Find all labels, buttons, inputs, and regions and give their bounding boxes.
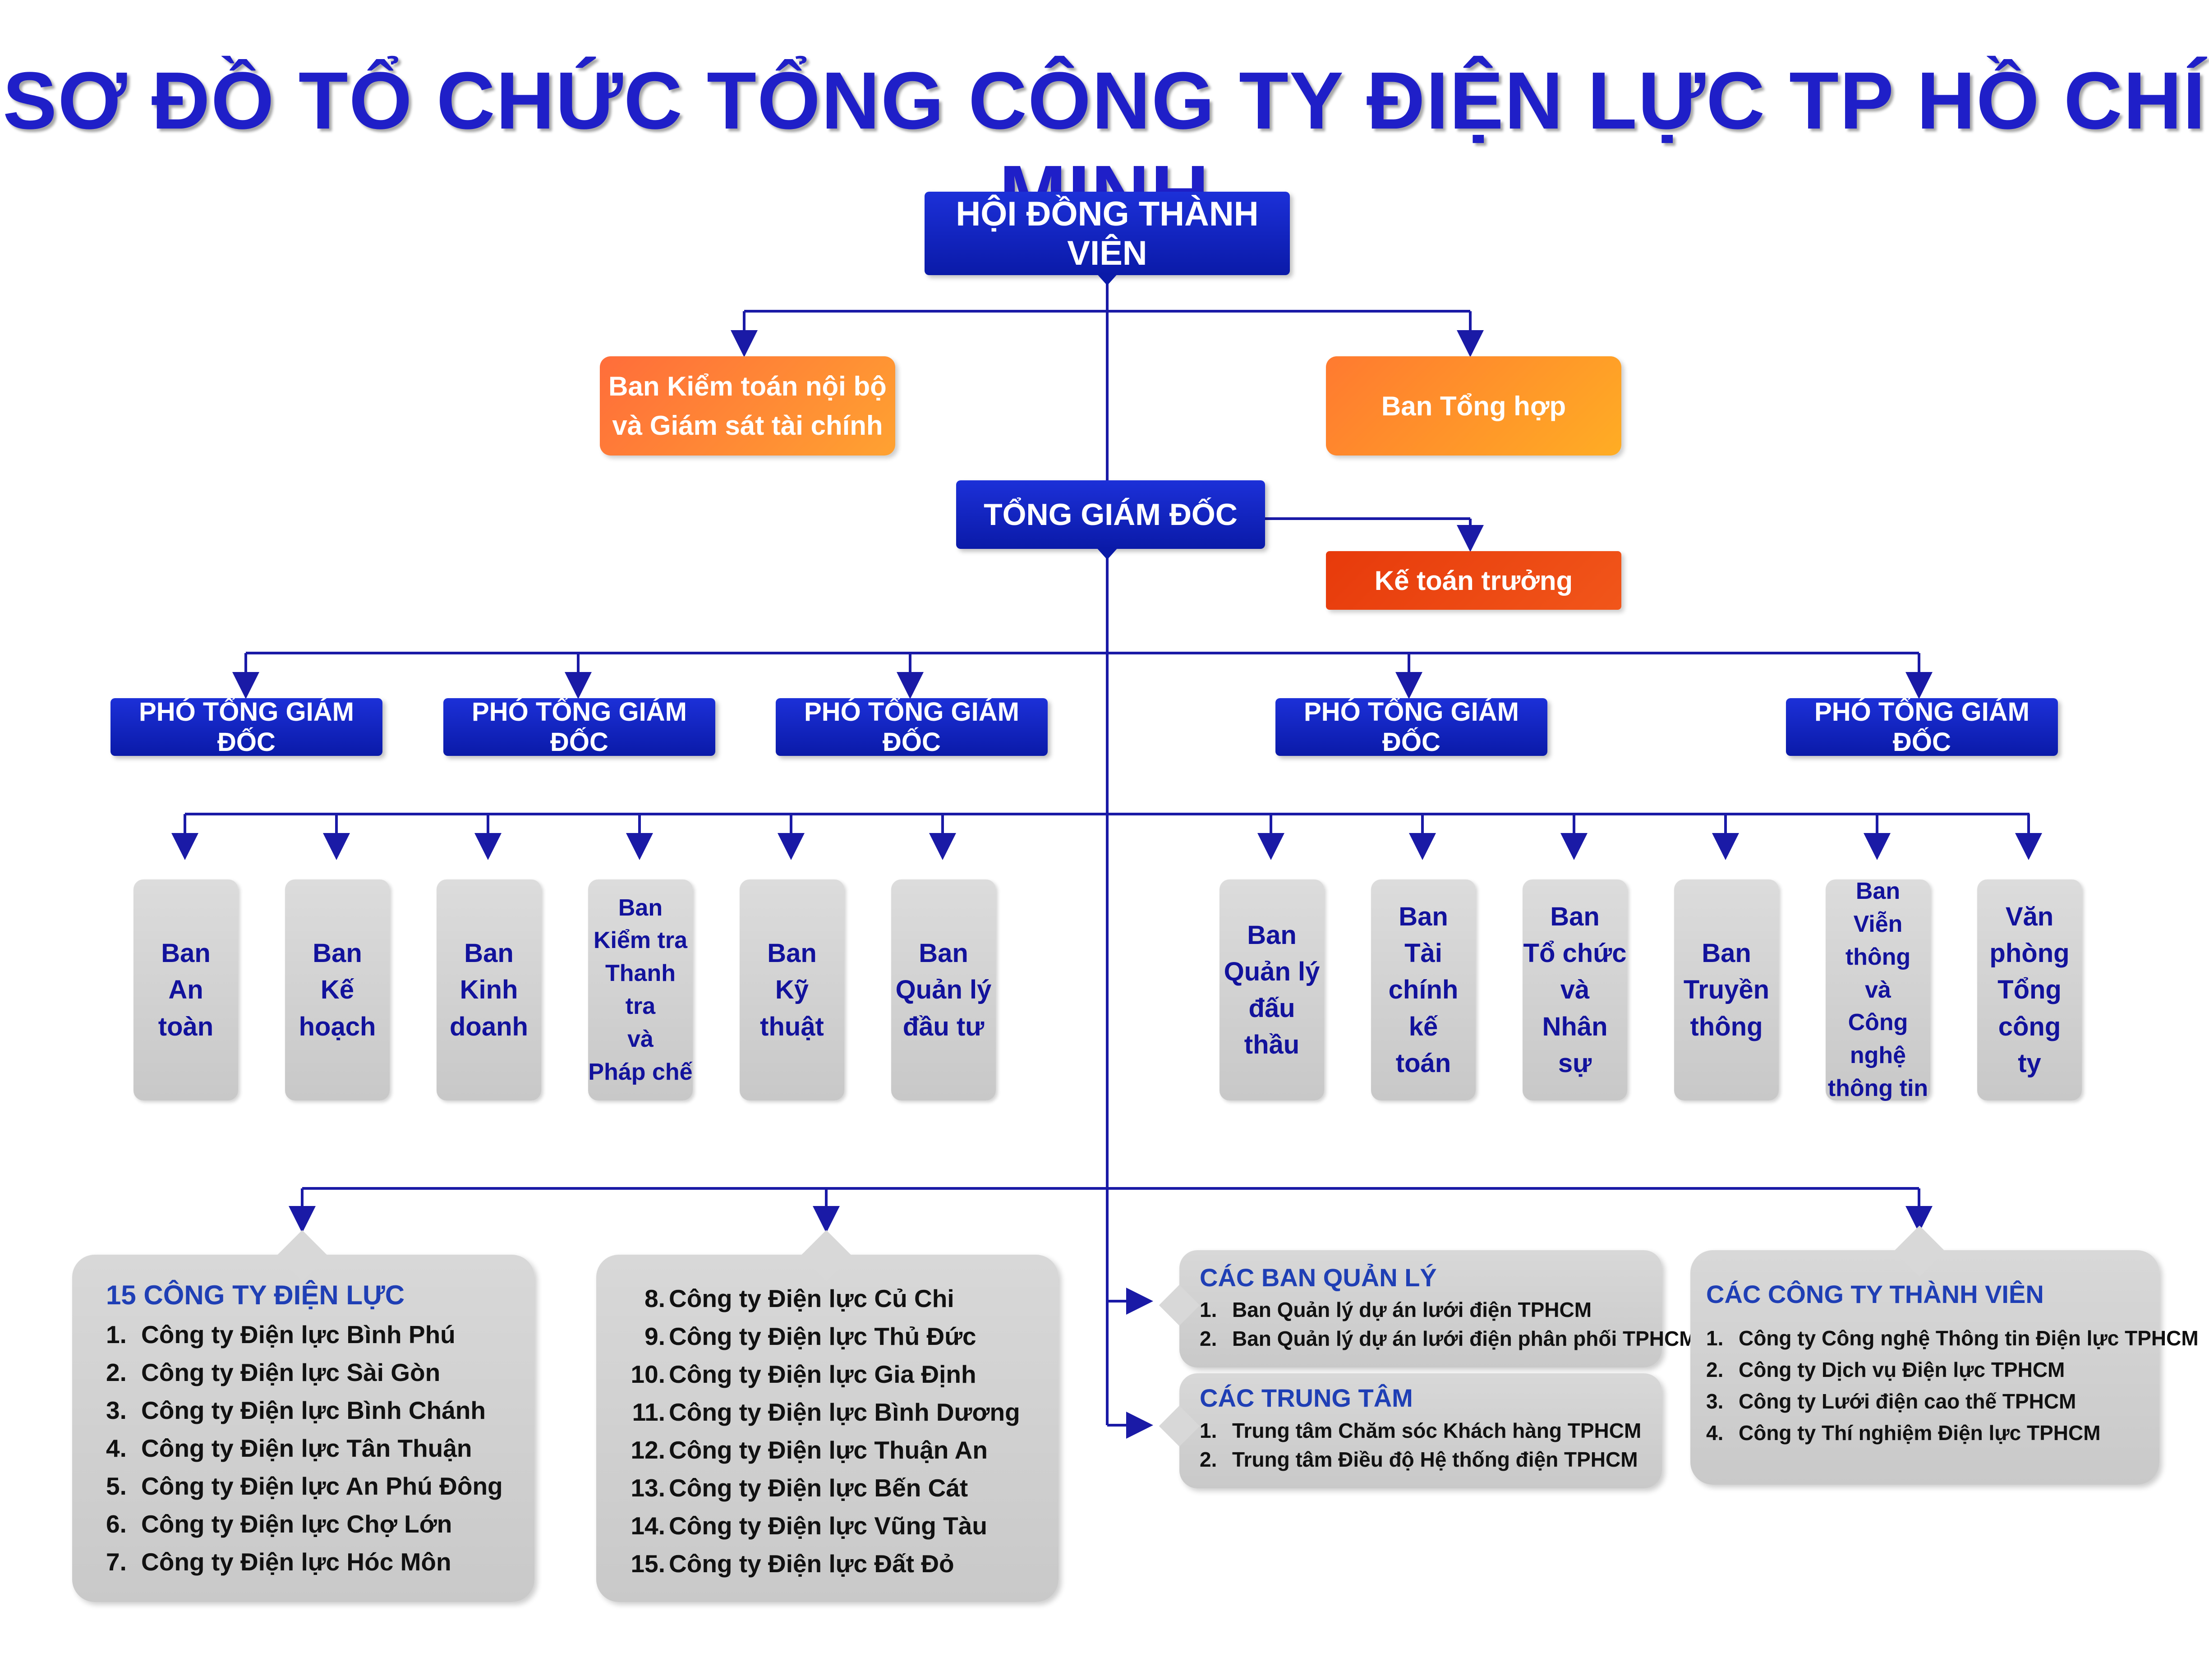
list-item: 15.Công ty Điện lực Đất Đỏ bbox=[630, 1550, 954, 1578]
deputy-director-5: PHÓ TỔNG GIÁM ĐỐC bbox=[1786, 697, 2058, 757]
power-companies-list-right: 8.Công ty Điện lực Củ Chi 9.Công ty Điện… bbox=[626, 1280, 1020, 1583]
dept-to-chuc-nhan-su: Ban Tổ chức và Nhân sự bbox=[1523, 879, 1627, 1100]
dept-kinh-doanh: Ban Kinh doanh bbox=[437, 879, 541, 1100]
dept-quan-ly-dau-tu: Ban Quản lý đầu tư bbox=[891, 879, 996, 1100]
dept-label: Ban Tài chính kế toán bbox=[1388, 902, 1459, 1078]
board-label: HỘI ĐỒNG THÀNH VIÊN bbox=[956, 194, 1259, 272]
chief-accountant-box: Kế toán trưởng bbox=[1326, 551, 1621, 610]
power-companies-list-left: 1.Công ty Điện lực Bình Phú 2.Công ty Đi… bbox=[106, 1316, 503, 1581]
power-companies-group-right: 8.Công ty Điện lực Củ Chi 9.Công ty Điện… bbox=[596, 1230, 1058, 1602]
general-committee-label: Ban Tổng hợp bbox=[1381, 391, 1566, 421]
list-item: 2.Ban Quản lý dự án lưới điện phân phối … bbox=[1200, 1327, 1697, 1350]
general-committee-box: Ban Tổng hợp bbox=[1326, 356, 1621, 456]
list-item: 8.Công ty Điện lực Củ Chi bbox=[644, 1284, 954, 1312]
dept-label: Ban Kinh doanh bbox=[450, 939, 528, 1041]
deputy-label: PHÓ TỔNG GIÁM ĐỐC bbox=[1814, 697, 2030, 757]
list-item: 1.Trung tâm Chăm sóc Khách hàng TPHCM bbox=[1200, 1419, 1642, 1442]
management-boards-group: CÁC BAN QUẢN LÝ 1.Ban Quản lý dự án lưới… bbox=[1159, 1250, 1697, 1367]
list-item: 1.Công ty Công nghệ Thông tin Điện lực T… bbox=[1706, 1326, 2199, 1350]
list-item: 11.Công ty Điện lực Bình Dương bbox=[632, 1398, 1020, 1426]
centers-title: CÁC TRUNG TÂM bbox=[1200, 1384, 1413, 1412]
dept-label: Ban Kiểm tra Thanh tra và Pháp chế bbox=[588, 894, 693, 1085]
centers-group: CÁC TRUNG TÂM 1.Trung tâm Chăm sóc Khách… bbox=[1159, 1373, 1662, 1488]
list-item: 4.Công ty Thí nghiệm Điện lực TPHCM bbox=[1706, 1421, 2101, 1445]
management-boards-title: CÁC BAN QUẢN LÝ bbox=[1200, 1263, 1437, 1292]
list-item: 12.Công ty Điện lực Thuận An bbox=[630, 1436, 988, 1464]
dept-ke-hoach: Ban Kế hoạch bbox=[285, 879, 390, 1100]
audit-committee-label: Ban Kiểm toán nội bộ và Giám sát tài chí… bbox=[608, 371, 887, 441]
dept-label: Ban Truyền thông bbox=[1683, 939, 1770, 1041]
ceo-box: TỔNG GIÁM ĐỐC bbox=[956, 480, 1265, 549]
list-item: 5.Công ty Điện lực An Phú Đông bbox=[106, 1472, 503, 1500]
dept-label: Ban Quản lý đấu thầu bbox=[1224, 920, 1320, 1060]
list-item: 1.Ban Quản lý dự án lưới điện TPHCM bbox=[1200, 1298, 1592, 1321]
list-item: 10.Công ty Điện lực Gia Định bbox=[630, 1360, 976, 1388]
deputy-label: PHÓ TỔNG GIÁM ĐỐC bbox=[804, 697, 1019, 757]
deputy-label: PHÓ TỔNG GIÁM ĐỐC bbox=[1304, 697, 1519, 757]
ceo-label: TỔNG GIÁM ĐỐC bbox=[984, 497, 1238, 532]
list-item: 14.Công ty Điện lực Vũng Tàu bbox=[630, 1512, 987, 1540]
list-item: 4.Công ty Điện lực Tân Thuận bbox=[106, 1434, 472, 1462]
list-item: 6.Công ty Điện lực Chợ Lớn bbox=[106, 1510, 452, 1538]
dept-van-phong: Văn phòng Tổng công ty bbox=[1977, 879, 2082, 1100]
list-item: 1.Công ty Điện lực Bình Phú bbox=[106, 1321, 456, 1349]
board-box: HỘI ĐỒNG THÀNH VIÊN bbox=[925, 192, 1290, 275]
audit-committee-box: Ban Kiểm toán nội bộ và Giám sát tài chí… bbox=[600, 356, 895, 456]
dept-label: Ban Quản lý đầu tư bbox=[895, 939, 992, 1041]
centers-list: 1.Trung tâm Chăm sóc Khách hàng TPHCM 2.… bbox=[1200, 1416, 1641, 1474]
member-companies-list: 1.Công ty Công nghệ Thông tin Điện lực T… bbox=[1706, 1322, 2199, 1449]
dept-vien-thong-cntt: Ban Viễn thông và Công nghệ thông tin bbox=[1826, 878, 1930, 1101]
dept-truyen-thong: Ban Truyền thông bbox=[1674, 879, 1779, 1100]
list-item: 13.Công ty Điện lực Bến Cát bbox=[630, 1474, 968, 1502]
list-item: 3.Công ty Điện lực Bình Chánh bbox=[106, 1396, 486, 1424]
deputy-director-3: PHÓ TỔNG GIÁM ĐỐC bbox=[776, 697, 1048, 757]
dept-label: Ban Viễn thông và Công nghệ thông tin bbox=[1827, 878, 1928, 1101]
dept-label: Văn phòng Tổng công ty bbox=[1989, 902, 2070, 1078]
chief-accountant-label: Kế toán trưởng bbox=[1374, 565, 1573, 596]
power-companies-group-left: 15 CÔNG TY ĐIỆN LỰC 1.Công ty Điện lực B… bbox=[72, 1230, 534, 1602]
dept-label: Ban An toàn bbox=[158, 939, 214, 1041]
list-item: 2.Công ty Dịch vụ Điện lực TPHCM bbox=[1706, 1358, 2065, 1381]
list-item: 9.Công ty Điện lực Thủ Đức bbox=[644, 1322, 976, 1350]
dept-an-toan: Ban An toàn bbox=[133, 879, 238, 1100]
management-boards-list: 1.Ban Quản lý dự án lưới điện TPHCM 2.Ba… bbox=[1200, 1295, 1697, 1353]
power-companies-title: 15 CÔNG TY ĐIỆN LỰC bbox=[106, 1280, 405, 1310]
list-item: 7.Công ty Điện lực Hóc Môn bbox=[106, 1548, 451, 1576]
dept-quan-ly-dau-thau: Ban Quản lý đấu thầu bbox=[1220, 879, 1324, 1100]
deputy-director-2: PHÓ TỔNG GIÁM ĐỐC bbox=[443, 697, 715, 757]
board-pointer bbox=[1096, 273, 1118, 285]
deputy-label: PHÓ TỔNG GIÁM ĐỐC bbox=[139, 697, 354, 757]
list-item: 2.Công ty Điện lực Sài Gòn bbox=[106, 1358, 441, 1386]
deputy-director-1: PHÓ TỔNG GIÁM ĐỐC bbox=[110, 697, 382, 757]
dept-label: Ban Tổ chức và Nhân sự bbox=[1523, 902, 1627, 1078]
member-companies-group: CÁC CÔNG TY THÀNH VIÊN 1.Công ty Công ng… bbox=[1690, 1225, 2199, 1485]
dept-label: Ban Kế hoạch bbox=[299, 939, 376, 1041]
dept-label: Ban Kỹ thuật bbox=[760, 939, 824, 1041]
list-item: 2.Trung tâm Điều độ Hệ thống điện TPHCM bbox=[1200, 1448, 1638, 1471]
dept-tai-chinh-ke-toan: Ban Tài chính kế toán bbox=[1371, 879, 1476, 1100]
deputy-label: PHÓ TỔNG GIÁM ĐỐC bbox=[472, 697, 687, 757]
deputy-director-4: PHÓ TỔNG GIÁM ĐỐC bbox=[1275, 697, 1547, 757]
member-companies-title: CÁC CÔNG TY THÀNH VIÊN bbox=[1706, 1280, 2044, 1308]
list-item: 3.Công ty Lưới điện cao thế TPHCM bbox=[1706, 1390, 2076, 1413]
dept-kiem-tra-thanh-tra: Ban Kiểm tra Thanh tra và Pháp chế bbox=[588, 879, 693, 1100]
ceo-pointer bbox=[1096, 547, 1118, 560]
dept-ky-thuat: Ban Kỹ thuật bbox=[740, 879, 844, 1100]
